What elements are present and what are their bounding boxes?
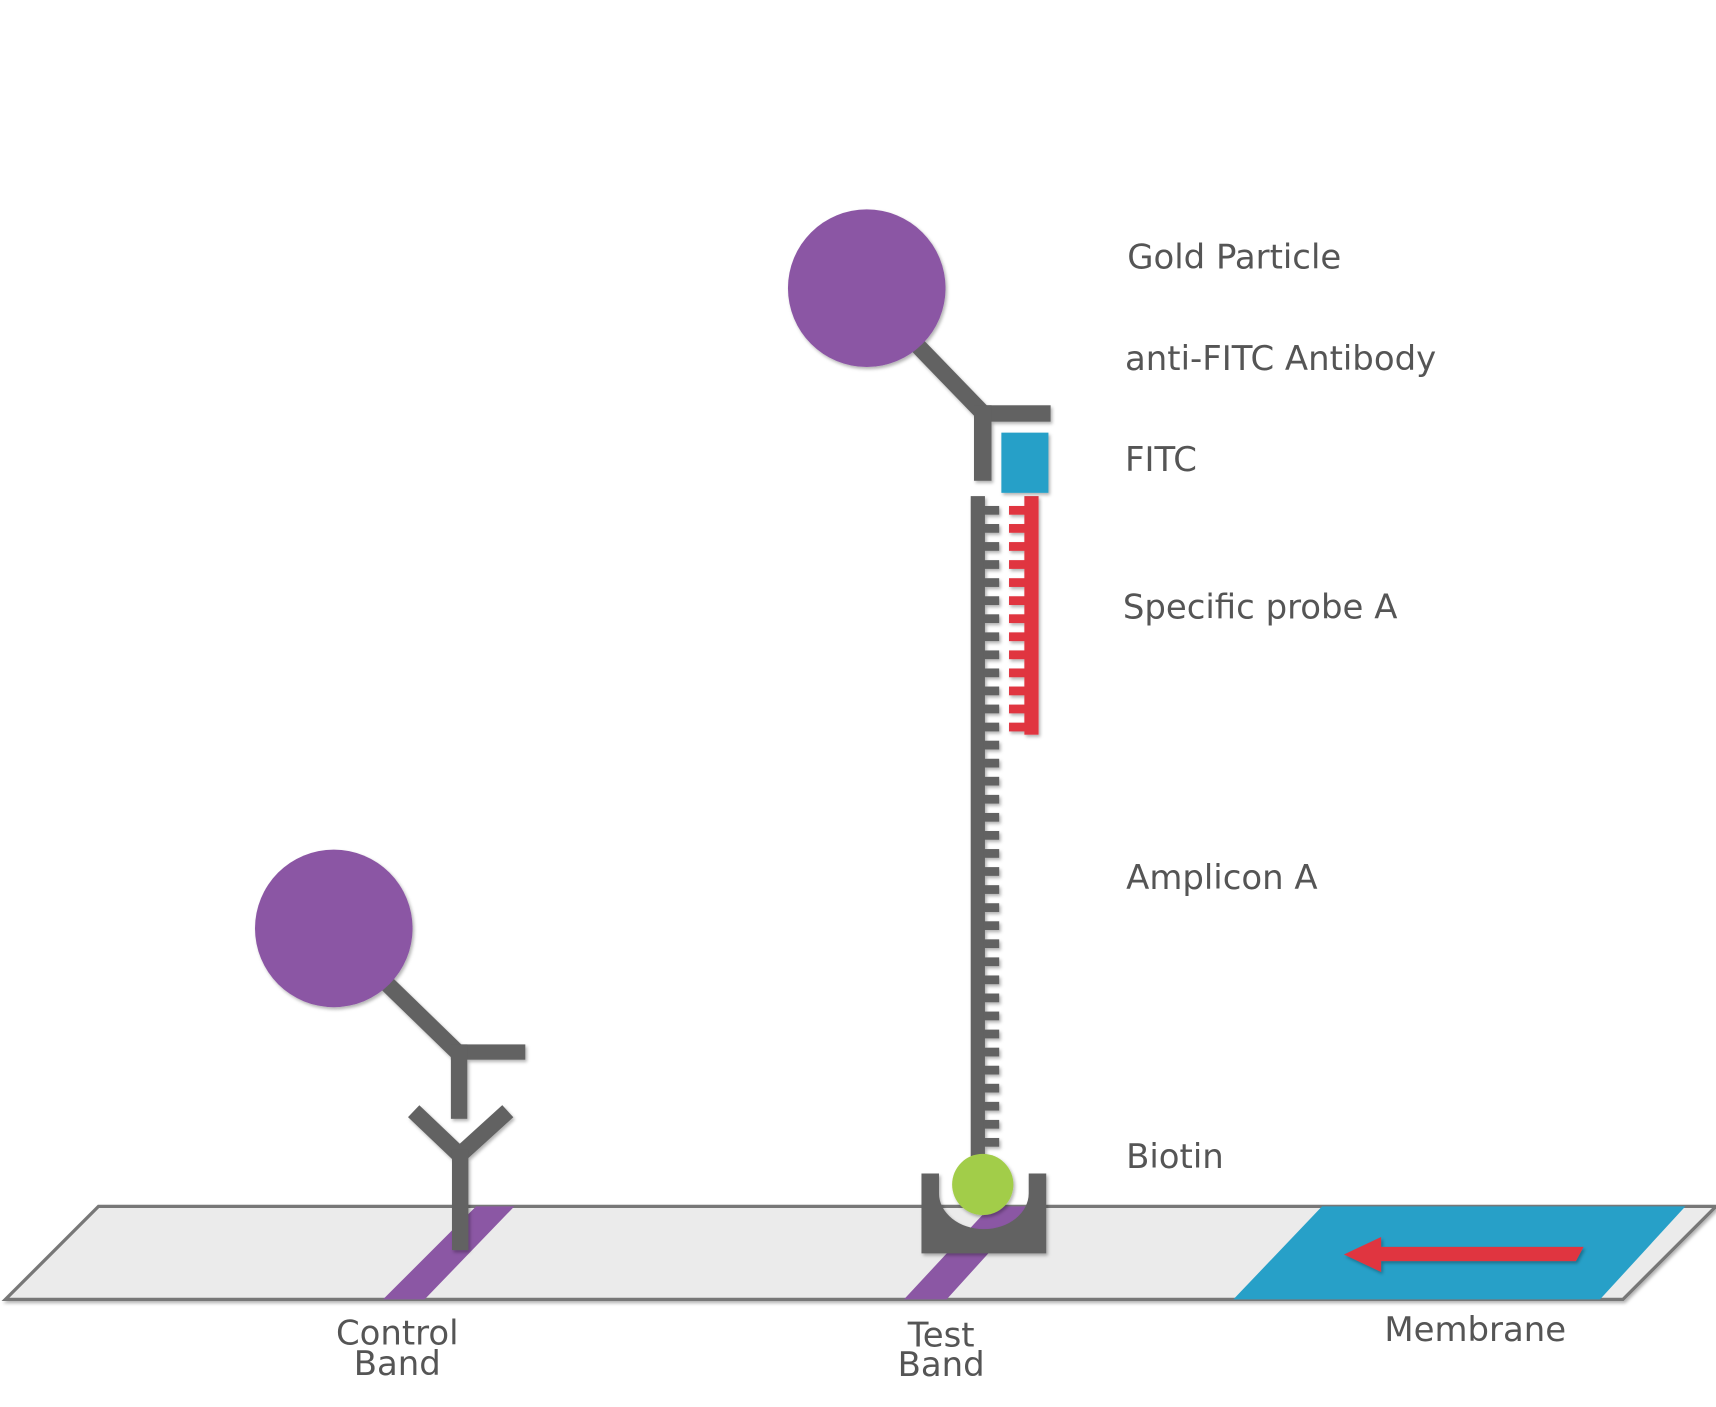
label-gold-particle: Gold Particle [1127, 237, 1341, 276]
amplicon-base [983, 650, 1000, 660]
probe-backbone [1024, 496, 1039, 735]
amplicon-base [983, 524, 1000, 533]
amplicon-base [983, 849, 1000, 858]
amplicon-base [983, 505, 1000, 515]
amplicon-base [983, 776, 1000, 786]
amplicon-base [983, 578, 1000, 587]
amplicon-base [983, 758, 1000, 768]
amplicon-backbone [970, 496, 985, 1157]
amplicon-base [983, 1029, 1000, 1039]
amplicon-base [983, 1011, 1000, 1021]
amplicon-base [983, 903, 1000, 912]
label-control-band-2: Band [354, 1344, 441, 1383]
amplicon-strand [970, 496, 1000, 1157]
specific-probe [1009, 496, 1039, 735]
label-membrane: Membrane [1384, 1310, 1566, 1349]
amplicon-base [983, 939, 1000, 949]
label-test-band-2: Band [898, 1345, 985, 1384]
amplicon-base [983, 614, 1000, 624]
flow-arrow-icon [1343, 1237, 1584, 1273]
probe-base [1009, 596, 1026, 606]
probe-base [1009, 578, 1026, 587]
amplicon-base [983, 1137, 1000, 1147]
amplicon-base [983, 921, 1000, 931]
probe-base [1009, 722, 1026, 732]
biotin [952, 1153, 1014, 1216]
probe-base [1009, 614, 1026, 624]
gold-particle-test [787, 209, 946, 367]
label-test-band-1: Test [907, 1315, 975, 1354]
probe-base [1009, 668, 1026, 678]
amplicon-base [983, 1083, 1000, 1093]
amplicon-base [983, 722, 1000, 732]
control-conjugate [254, 849, 526, 1119]
amplicon-base [983, 560, 1000, 569]
probe-base [1009, 686, 1026, 696]
probe-base [1009, 505, 1026, 515]
label-control-band-1: Control [336, 1313, 459, 1352]
amplicon-base [983, 993, 1000, 1003]
amplicon-base [983, 1065, 1000, 1075]
amplicon-base [983, 542, 1000, 551]
probe-base [1009, 542, 1026, 551]
amplicon-base [983, 1119, 1000, 1129]
streptavidin-cup [921, 1173, 1047, 1254]
amplicon-base [983, 794, 1000, 804]
amplicon-base [983, 885, 1000, 894]
probe-base [1009, 524, 1026, 533]
amplicon-base [983, 1101, 1000, 1111]
probe-base [1009, 650, 1026, 660]
amplicon-base [983, 1047, 1000, 1057]
control-band [383, 1206, 515, 1300]
label-fitc: FITC [1125, 440, 1197, 479]
label-biotin: Biotin [1126, 1137, 1224, 1176]
label-amplicon: Amplicon A [1126, 858, 1317, 897]
amplicon-base [983, 867, 1000, 876]
amplicon-base [983, 740, 1000, 750]
amplicon-base [983, 957, 1000, 967]
amplicon-base [983, 632, 1000, 642]
probe-base [1009, 704, 1026, 714]
probe-base [1009, 560, 1026, 569]
amplicon-base [983, 596, 1000, 606]
capture-antibody [408, 1105, 514, 1251]
label-anti-fitc-antibody: anti-FITC Antibody [1125, 339, 1436, 378]
amplicon-base [983, 830, 1000, 840]
label-specific-probe: Specific probe A [1123, 588, 1398, 627]
amplicon-base [983, 686, 1000, 696]
fitc-tag [1001, 432, 1049, 493]
gold-particle-control [254, 849, 413, 1008]
anti-fitc-conjugate [787, 209, 1051, 481]
amplicon-base [983, 812, 1000, 822]
amplicon-base [983, 975, 1000, 985]
probe-base [1009, 632, 1026, 642]
amplicon-base [983, 668, 1000, 678]
amplicon-base [983, 704, 1000, 714]
